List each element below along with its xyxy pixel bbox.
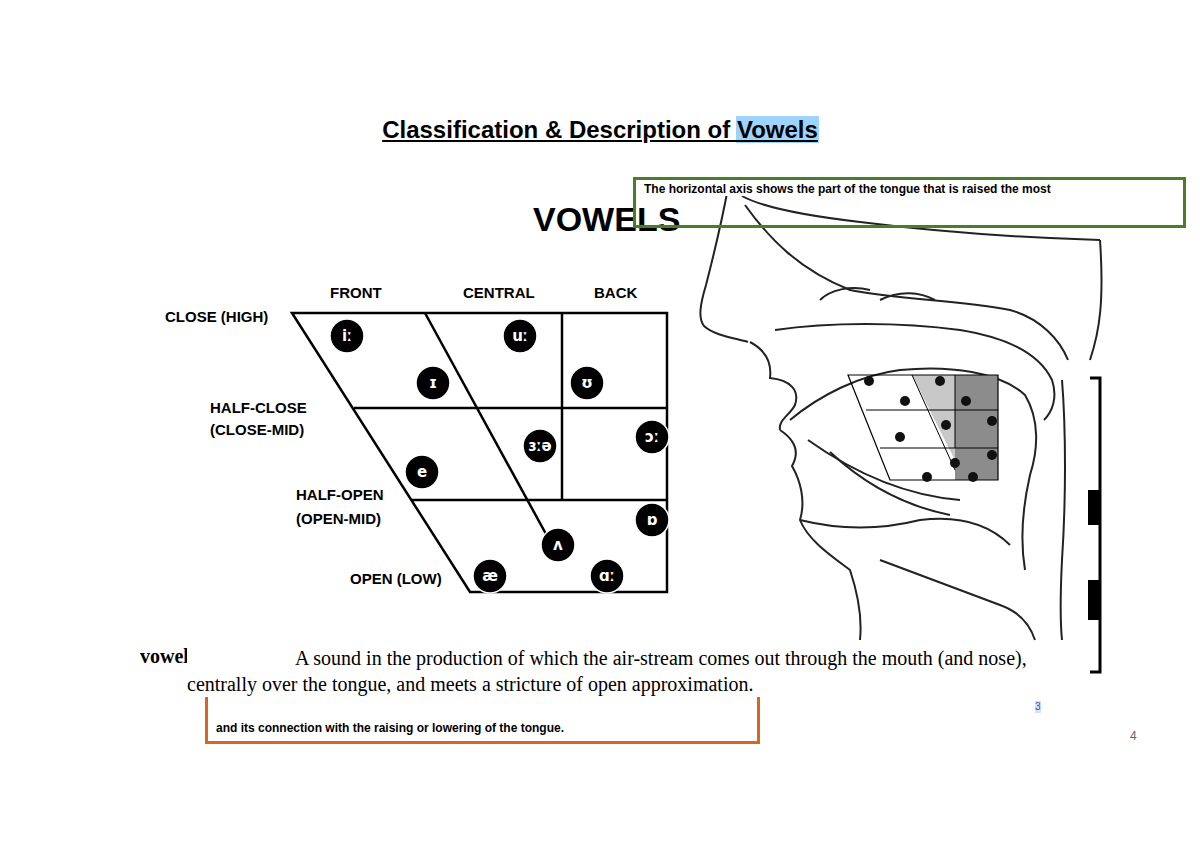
height-label: OPEN (LOW): [350, 570, 442, 587]
vowel-circle: ɜːə: [523, 429, 557, 463]
vowel-symbol: ɔː: [645, 430, 659, 445]
vowel-circle: ɑː: [590, 559, 624, 593]
marker: 3: [1035, 701, 1041, 713]
axis-label: CENTRAL: [463, 284, 535, 301]
vowel-circle: uː: [503, 319, 537, 353]
chart-heading: VOWELS: [533, 200, 680, 239]
vowel-symbol: ɜːə: [528, 439, 551, 454]
note-text: The horizontal axis shows the part of th…: [644, 182, 1051, 196]
axis-label: FRONT: [330, 284, 382, 301]
vowel-symbol: ʊ: [581, 376, 593, 391]
page-title: Classification & Description of Vowels: [0, 116, 1200, 144]
vowel-circle: iː: [330, 319, 364, 353]
vowel-circle: æ: [473, 559, 507, 593]
vowel-chart: [292, 313, 667, 592]
head-section: [700, 188, 1101, 640]
height-label: HALF-CLOSE (CLOSE-MID): [210, 397, 328, 441]
vowel-symbol: ɑː: [599, 569, 615, 584]
mouth-vowel-chart: [848, 375, 998, 482]
highlight: [736, 116, 819, 143]
vowel-symbol: e: [417, 465, 427, 480]
cut-off-box: [1088, 490, 1100, 525]
note-box: and its connection with the raising or l…: [205, 690, 760, 744]
vowel-circle: e: [405, 455, 439, 489]
vowel-symbol: iː: [342, 329, 352, 344]
vowel-symbol: æ: [482, 569, 498, 584]
vowel-symbol: uː: [512, 329, 528, 344]
height-label: CLOSE (HIGH): [165, 308, 268, 325]
note-box: The horizontal axis shows the part of th…: [633, 177, 1186, 228]
vowel-symbol: ʌ: [553, 538, 563, 553]
height-label: HALF-OPEN (OPEN-MID): [296, 483, 408, 531]
vowel-circle: ɒ: [635, 503, 669, 537]
page-number: 4: [1130, 730, 1137, 744]
vowel-circle: ʊ: [570, 366, 604, 400]
cut-off-box: [1088, 580, 1100, 620]
vowel-symbol: ɪ: [429, 376, 437, 391]
definition: A sound in the production of which the a…: [187, 645, 1047, 697]
vowel-circle: ʌ: [541, 528, 575, 562]
vowel-symbol: ɒ: [647, 513, 658, 528]
vowel-circle: ɔː: [635, 420, 669, 454]
vowel-circle: ɪ: [416, 366, 450, 400]
axis-label: BACK: [594, 284, 637, 301]
note-text: and its connection with the raising or l…: [216, 721, 564, 735]
